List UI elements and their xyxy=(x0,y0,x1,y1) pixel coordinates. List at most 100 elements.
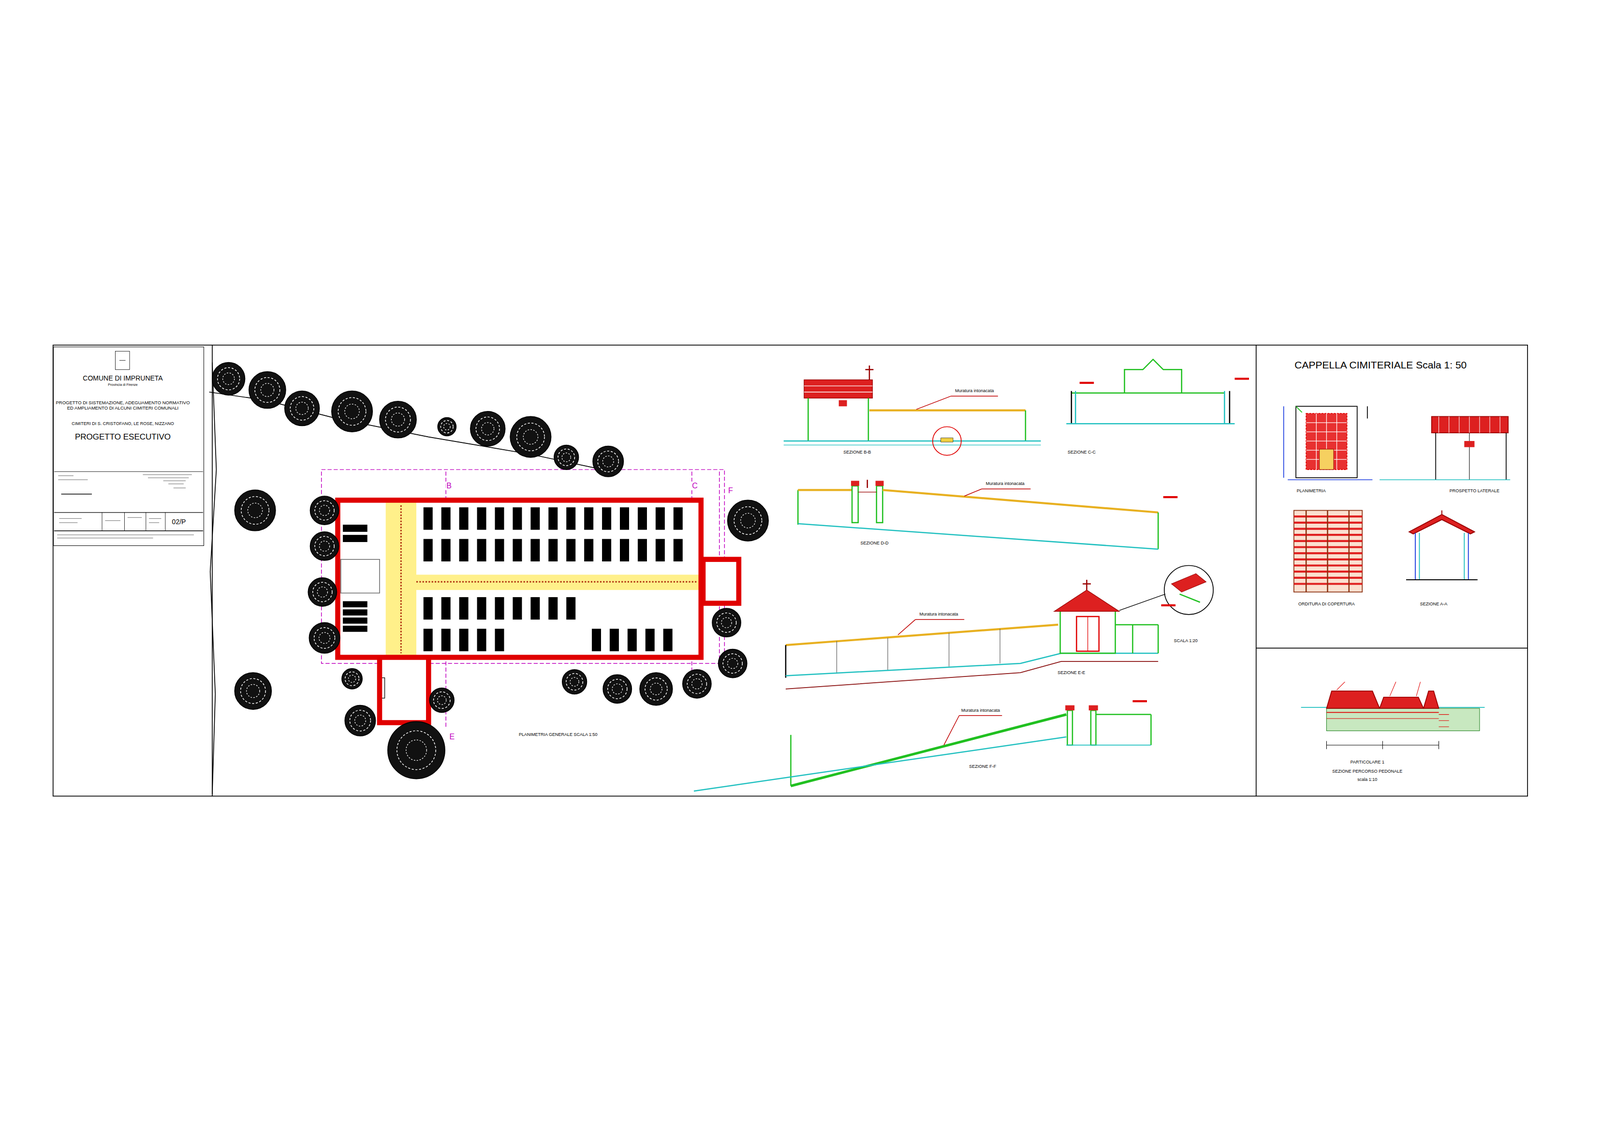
section-e-e xyxy=(948,632,950,667)
tree-symbol xyxy=(387,721,445,779)
section-e-e xyxy=(1171,573,1207,592)
title-block-text: COMUNE DI IMPRUNETA xyxy=(82,374,163,382)
section-c-c xyxy=(1071,391,1073,425)
grave-plot xyxy=(477,597,487,620)
tree-symbol xyxy=(234,489,276,531)
section-marker: C xyxy=(690,481,699,490)
tree-symbol xyxy=(727,658,738,669)
tree-symbol xyxy=(295,402,309,415)
section-marker: F xyxy=(727,486,734,496)
section-e-e xyxy=(1179,594,1201,603)
section-marker: E xyxy=(448,732,456,741)
tree-symbol xyxy=(345,671,360,686)
panel-title: CAPPELLA CIMITERIALE Scala 1: 50 xyxy=(1293,359,1468,371)
chapel-plan xyxy=(1287,479,1373,481)
tree-symbol xyxy=(562,669,588,695)
tree-symbol xyxy=(602,674,632,704)
section-b-b xyxy=(804,385,873,386)
drawing-title: PLANIMETRIA GENERALE SCALA 1:50 xyxy=(517,732,599,737)
grave-plot xyxy=(584,539,594,562)
tree-symbol xyxy=(344,705,376,736)
section-d-d xyxy=(858,491,877,493)
tree-symbol xyxy=(308,622,340,654)
grave-plot xyxy=(619,539,630,562)
grave-plot xyxy=(459,539,469,562)
tree-symbol xyxy=(349,710,371,732)
chapel-side-elevation xyxy=(1435,432,1437,480)
title-block-fine-print xyxy=(173,487,186,488)
grave-plot xyxy=(441,507,451,530)
tree-symbol xyxy=(562,669,588,695)
grave-plot xyxy=(495,507,505,530)
grave-plot xyxy=(477,628,487,651)
path-section-detail xyxy=(1301,681,1485,749)
path-section-detail xyxy=(1379,697,1424,709)
cemetery-ground xyxy=(385,502,417,657)
section-d-d xyxy=(1163,496,1178,499)
path-section-detail xyxy=(1423,690,1439,709)
section-c-c xyxy=(1066,359,1249,424)
material-callout: Muratura intonacata xyxy=(954,388,995,394)
title-block-lines xyxy=(54,530,204,531)
site-boundary xyxy=(210,362,217,795)
section-e-e xyxy=(1164,565,1214,615)
tree-symbol xyxy=(312,582,333,602)
title-block-fine-print xyxy=(57,537,153,539)
path-section-detail xyxy=(1326,740,1327,749)
tree-symbol xyxy=(433,691,451,709)
tree-symbol xyxy=(314,536,335,556)
grave-plot xyxy=(637,507,647,530)
grave-plot xyxy=(566,507,576,530)
tree-symbol xyxy=(254,377,280,403)
title-block-lines xyxy=(115,351,130,370)
tree-symbol xyxy=(290,396,314,421)
tree-symbol xyxy=(319,541,330,552)
section-b-b xyxy=(865,368,874,371)
grave-plot xyxy=(655,507,665,530)
section-d-d xyxy=(1157,512,1160,550)
tree-symbol xyxy=(570,677,579,687)
chapel-side-elevation xyxy=(1468,432,1470,480)
title-block-fine-print xyxy=(58,479,88,481)
tree-symbol xyxy=(337,397,366,426)
title-block-fine-print xyxy=(127,517,143,518)
tree-symbol xyxy=(391,412,405,426)
tree-symbol xyxy=(308,622,340,654)
title-block-text: CIMITERI DI S. CRISTOFANO, LE ROSE, NIZZ… xyxy=(71,421,174,426)
chapel-section-a-a xyxy=(1419,532,1421,580)
cemetery-ground xyxy=(337,499,739,723)
grave-plot xyxy=(637,539,647,562)
grave-plot xyxy=(459,507,469,530)
tree-symbol xyxy=(308,577,337,607)
sheet-frame xyxy=(1256,647,1528,649)
tree-symbol xyxy=(310,531,339,561)
tree-symbol xyxy=(344,404,360,419)
tree-symbol xyxy=(561,453,571,462)
grave-plot xyxy=(530,597,540,620)
grave-plot xyxy=(342,609,368,616)
section-f-f xyxy=(959,715,1003,716)
chapel-plan xyxy=(1295,406,1303,413)
cemetery-ground xyxy=(416,574,700,590)
path-section-detail xyxy=(1326,690,1380,709)
scale-note: scala 1:10 xyxy=(1356,777,1379,782)
grave-plot xyxy=(423,597,433,620)
tree-symbol xyxy=(379,401,417,439)
chapel-side-elevation xyxy=(1379,479,1511,481)
chapel-plan xyxy=(1306,413,1347,470)
tree-symbol xyxy=(396,730,436,770)
tree-symbol xyxy=(437,417,456,437)
title-block-text: PROGETTO DI SISTEMAZIONE, ADEGUAMENTO NO… xyxy=(55,400,191,412)
section-d-d xyxy=(875,480,884,486)
tree-symbol xyxy=(341,668,363,690)
section-d-d xyxy=(882,489,1159,513)
tree-symbol xyxy=(212,362,246,396)
section-d-d xyxy=(876,485,883,523)
title-block-fine-print xyxy=(148,522,160,523)
grave-plots xyxy=(342,507,683,652)
tree-symbol xyxy=(721,617,732,628)
tree-symbol xyxy=(222,372,235,385)
trees xyxy=(212,362,769,779)
section-e-e xyxy=(887,637,888,671)
